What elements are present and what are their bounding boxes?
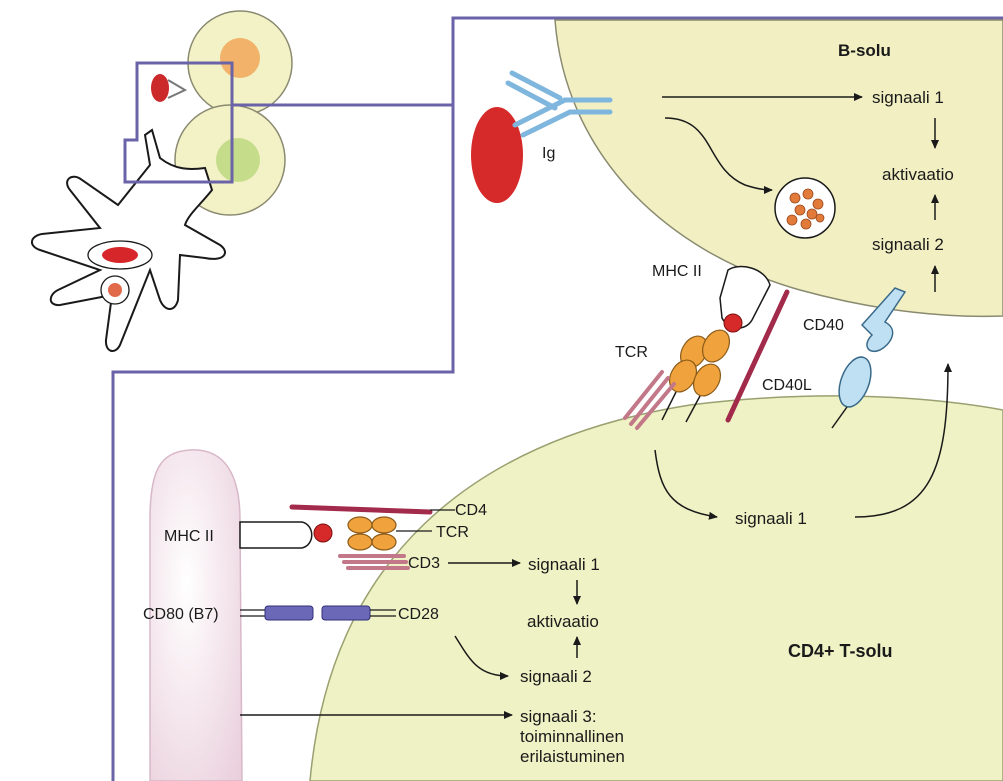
cd40-label: CD40 <box>803 317 844 334</box>
signal2-label: signaali 2 <box>520 667 592 686</box>
cd40l-label: CD40L <box>762 377 812 394</box>
cd40l-ligand <box>838 356 872 408</box>
dc-mhc2 <box>239 521 313 549</box>
overview-thumbnail <box>31 10 293 352</box>
activation-label: aktivaatio <box>527 612 599 631</box>
cd40l-stem <box>831 406 848 429</box>
ig-arm-upper2 <box>505 80 558 111</box>
b-cd3-chains <box>623 370 676 430</box>
thumb-antigen <box>151 74 169 102</box>
t-cell: CD4+ T-solu <box>309 395 1003 781</box>
cd28-label: CD28 <box>398 606 439 623</box>
t-signal1-arrow-in <box>654 449 718 520</box>
thumb-b-nucleus <box>220 38 260 78</box>
overview-selection-box <box>123 61 234 184</box>
endosome-antigen-fragments <box>786 188 825 230</box>
b-antigen <box>471 107 523 203</box>
dendritic-cell-extension <box>149 449 243 781</box>
b-activation-label: aktivaatio <box>882 165 954 184</box>
b-peptide <box>723 313 743 333</box>
cd80-molecule <box>264 605 314 621</box>
cd40-receptor <box>860 287 907 352</box>
ig-arm-upper <box>509 70 563 101</box>
cd4-label: CD4 <box>455 502 487 519</box>
b-cell-title: B-solu <box>838 41 891 60</box>
signal1-label: signaali 1 <box>528 555 600 574</box>
t-signal1-arrow-out <box>854 363 952 518</box>
ig-antibody <box>505 70 613 138</box>
signal3-label-line2: toiminnallinen <box>520 727 624 746</box>
dc-antigen <box>102 247 138 263</box>
b-tcr-complex <box>661 329 731 423</box>
signal3-label-line3: erilaistuminen <box>520 747 625 766</box>
cd80-label: CD80 (B7) <box>143 606 219 623</box>
t-cell-title: CD4+ T-solu <box>788 641 893 661</box>
lower-synapse: CD4 MHC II TCR CD3 signaali 1 aktivaatio <box>143 502 625 766</box>
ig-label: Ig <box>542 145 555 162</box>
b-cell: B-solu <box>554 19 1003 318</box>
cd28-molecule <box>321 605 371 621</box>
b-tcr-label: TCR <box>615 344 648 361</box>
thumb-receptor <box>167 79 188 99</box>
b-cd4-coreceptor <box>725 289 790 423</box>
b-signal1-label: signaali 1 <box>872 88 944 107</box>
ig-arm-lower2 <box>520 109 573 138</box>
dc-endosome-content <box>108 283 122 297</box>
b-cell-body <box>554 19 1003 318</box>
upper-synapse: Ig signaali 1 aktivaatio signaali 2 MHC … <box>471 70 954 528</box>
tcr-complex <box>347 516 432 551</box>
signal2-arrow <box>454 635 509 680</box>
cd4-coreceptor <box>289 504 433 515</box>
cd3-chains <box>338 554 410 570</box>
t-signal1-label: signaali 1 <box>735 509 807 528</box>
cd3-label: CD3 <box>408 555 440 572</box>
tcr-label: TCR <box>436 524 469 541</box>
dc-peptide <box>313 523 333 543</box>
dendritic-cell-outline <box>31 128 226 352</box>
thumb-t-nucleus <box>216 138 260 182</box>
dc-mhc2-label: MHC II <box>164 528 214 545</box>
ig-arm-lower <box>512 97 568 128</box>
b-mhc2-label: MHC II <box>652 263 702 280</box>
internalization-arrow <box>664 117 773 194</box>
zoom-frame <box>111 16 1003 781</box>
t-cell-body <box>309 395 1003 781</box>
signal3-label-line1: signaali 3: <box>520 707 597 726</box>
b-signal2-label: signaali 2 <box>872 235 944 254</box>
